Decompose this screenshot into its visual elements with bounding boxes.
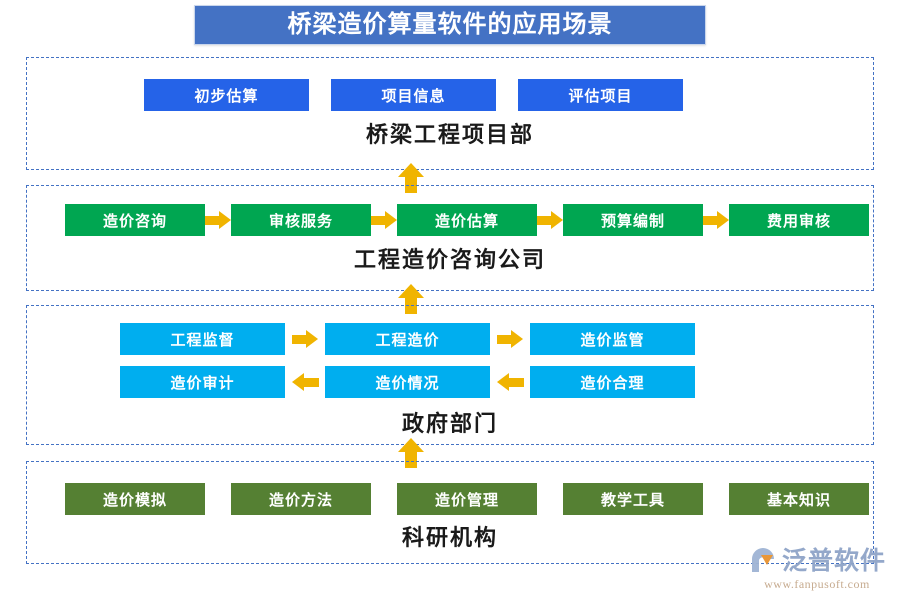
- arrow-head-icon: [292, 373, 304, 391]
- arrow-right-icon: [205, 211, 231, 229]
- section-research-institution: 造价模拟 造价方法 造价管理 教学工具 基本知识 科研机构: [26, 461, 874, 564]
- arrow-shaft: [371, 216, 386, 225]
- node-label: 评估项目: [568, 87, 633, 105]
- node-row: 造价模拟 造价方法 造价管理 教学工具 基本知识: [65, 483, 869, 515]
- node-label: 造价方法: [268, 491, 333, 509]
- node-label: 造价情况: [375, 374, 440, 392]
- node-label: 基本知识: [766, 491, 831, 509]
- arrow-head-icon: [497, 373, 509, 391]
- node-label: 预算编制: [600, 212, 665, 230]
- node-zaojiafangfa[interactable]: 造价方法: [231, 483, 371, 515]
- section-label-bridge-project-dept: 桥梁工程项目部: [365, 122, 534, 147]
- arrow-head-icon: [717, 211, 729, 229]
- node-label: 审核服务: [268, 212, 333, 230]
- arrow-left-icon: [490, 373, 530, 391]
- node-zaojiaheli[interactable]: 造价合理: [530, 366, 695, 398]
- arrow-right-icon: [490, 330, 530, 348]
- arrow-head-icon: [306, 330, 318, 348]
- node-label: 造价审计: [170, 374, 235, 392]
- watermark-url: www.fanpusoft.com: [764, 577, 870, 591]
- node-zaojiamoni[interactable]: 造价模拟: [65, 483, 205, 515]
- arrow-left-icon: [285, 373, 325, 391]
- node-shenhefuwu[interactable]: 审核服务: [231, 204, 371, 236]
- node-chubugusuan[interactable]: 初步估算: [144, 79, 309, 111]
- fanpu-logo-icon: [748, 546, 778, 576]
- node-label: 项目信息: [381, 87, 446, 105]
- node-zaojiaqingkuang[interactable]: 造价情况: [325, 366, 490, 398]
- node-feiyongshenhe[interactable]: 费用审核: [729, 204, 869, 236]
- page-title: 桥梁造价算量软件的应用场景: [287, 11, 613, 38]
- arrow-head-icon: [398, 284, 424, 298]
- node-row: 初步估算 项目信息 评估项目: [144, 79, 683, 111]
- arrow-head-icon: [398, 438, 424, 452]
- section-bridge-project-dept: 初步估算 项目信息 评估项目 桥梁工程项目部: [26, 57, 874, 170]
- arrow-shaft: [509, 378, 524, 387]
- node-label: 工程造价: [375, 331, 440, 349]
- node-label: 造价模拟: [102, 491, 167, 509]
- diagram-title-bar: 桥梁造价算量软件的应用场景: [194, 5, 706, 45]
- section-label-research-institution: 科研机构: [401, 525, 498, 550]
- node-xiangmuxinxi[interactable]: 项目信息: [331, 79, 496, 111]
- node-yusuanbianzhi[interactable]: 预算编制: [563, 204, 703, 236]
- watermark-brand-text: 泛普软件: [781, 547, 886, 575]
- node-row: 工程监督 工程造价 造价监管: [120, 323, 695, 355]
- arrow-right-icon: [371, 211, 397, 229]
- arrow-head-icon: [385, 211, 397, 229]
- node-zaojiagusuan[interactable]: 造价估算: [397, 204, 537, 236]
- section-label-government-dept: 政府部门: [401, 411, 498, 436]
- arrow-head-icon: [219, 211, 231, 229]
- node-row: 造价咨询 审核服务 造价估算 预算编制: [65, 204, 869, 236]
- node-label: 造价监管: [580, 331, 645, 349]
- node-zaojiazixun[interactable]: 造价咨询: [65, 204, 205, 236]
- node-pingguxiangmu[interactable]: 评估项目: [518, 79, 683, 111]
- watermark: 泛普软件 www.fanpusoft.com: [748, 546, 886, 592]
- node-zaojiaguanli[interactable]: 造价管理: [397, 483, 537, 515]
- node-label: 造价咨询: [102, 212, 167, 230]
- connector-arrow-up-3: [398, 438, 424, 468]
- section-label-cost-consulting-company: 工程造价咨询公司: [353, 247, 546, 272]
- arrow-shaft: [304, 378, 319, 387]
- node-zaojiashenji[interactable]: 造价审计: [120, 366, 285, 398]
- node-label: 造价估算: [434, 212, 499, 230]
- node-jiaoxuegongju[interactable]: 教学工具: [563, 483, 703, 515]
- node-label: 造价管理: [434, 491, 499, 509]
- node-zaojiajianguan[interactable]: 造价监管: [530, 323, 695, 355]
- arrow-right-icon: [285, 330, 325, 348]
- arrow-head-icon: [551, 211, 563, 229]
- node-label: 工程监督: [170, 331, 235, 349]
- arrow-shaft: [497, 335, 512, 344]
- node-row: 造价审计 造价情况 造价合理: [120, 366, 695, 398]
- section-government-dept: 工程监督 工程造价 造价监管 造价审计: [26, 305, 874, 445]
- arrow-shaft: [537, 216, 552, 225]
- arrow-shaft: [405, 451, 417, 468]
- arrow-right-icon: [703, 211, 729, 229]
- arrow-head-icon: [398, 163, 424, 177]
- node-label: 教学工具: [600, 491, 665, 509]
- node-label: 费用审核: [766, 212, 831, 230]
- node-jibenzhishi[interactable]: 基本知识: [729, 483, 869, 515]
- arrow-shaft: [292, 335, 307, 344]
- arrow-shaft: [405, 176, 417, 193]
- arrow-head-icon: [511, 330, 523, 348]
- node-gongchengzaojia[interactable]: 工程造价: [325, 323, 490, 355]
- node-gongchengjiandu[interactable]: 工程监督: [120, 323, 285, 355]
- connector-arrow-up-1: [398, 163, 424, 193]
- section-cost-consulting-company: 造价咨询 审核服务 造价估算 预算编制: [26, 185, 874, 291]
- node-label: 造价合理: [580, 374, 645, 392]
- node-label: 初步估算: [194, 87, 259, 105]
- arrow-shaft: [703, 216, 718, 225]
- arrow-right-icon: [537, 211, 563, 229]
- watermark-brand-row: 泛普软件: [748, 546, 886, 576]
- arrow-shaft: [205, 216, 220, 225]
